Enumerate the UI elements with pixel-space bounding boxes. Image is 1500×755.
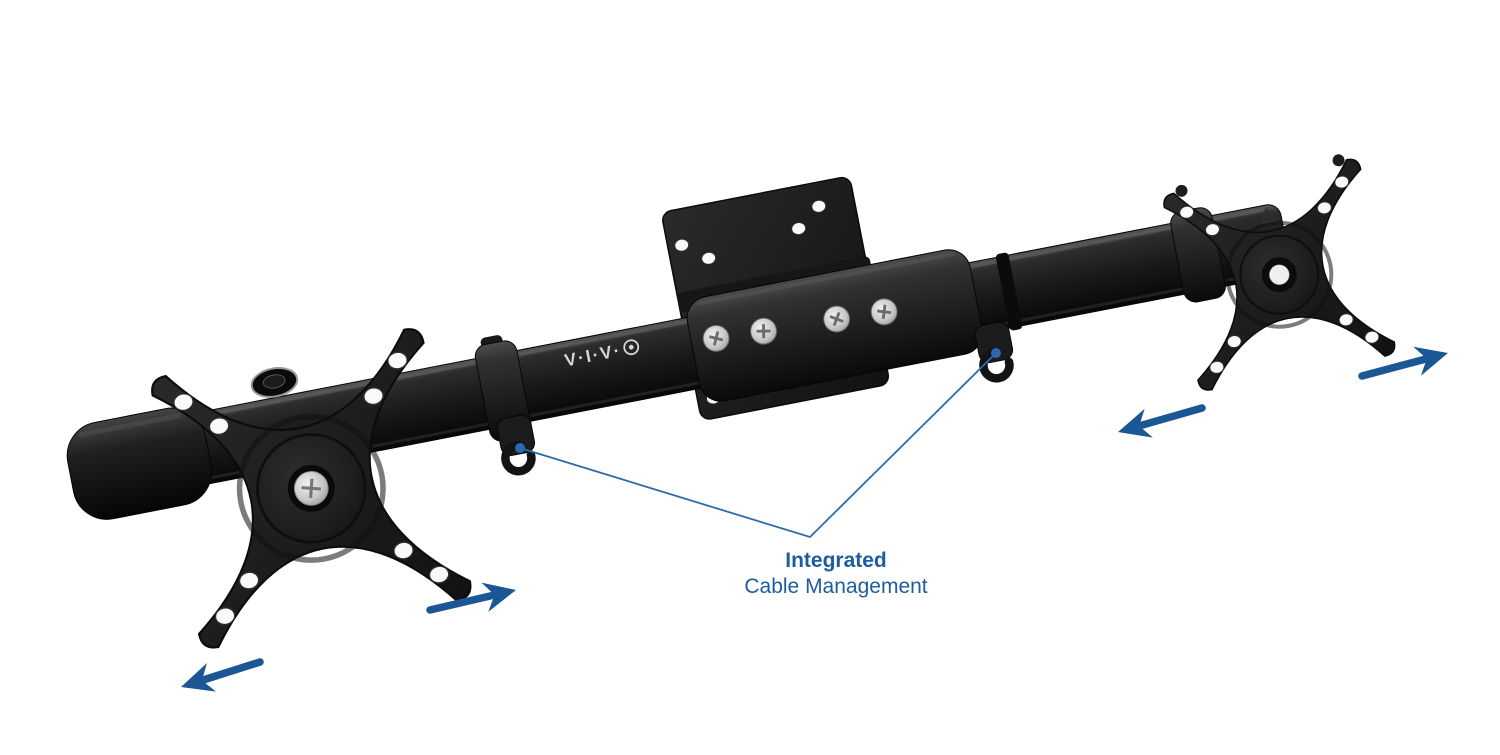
right-vesa-plate (1160, 154, 1399, 394)
right-plate-inward-arrow (1113, 404, 1206, 447)
callout-dot-left (515, 443, 525, 453)
callout-title: Integrated (785, 549, 887, 572)
cable-clip-right (974, 321, 1014, 383)
cable-clip-left (496, 414, 536, 476)
callout-subtitle: Cable Management (744, 575, 927, 598)
sleeve-screws (702, 298, 898, 352)
tube-step (995, 252, 1023, 331)
left-plate-outward-arrow (176, 658, 264, 702)
callout-dot-right (991, 348, 1001, 358)
left-plate-inward-arrow (426, 575, 520, 614)
molded-arrow-mark (1260, 207, 1278, 225)
right-plate-outward-arrow (1358, 338, 1452, 380)
pivot-screw (250, 367, 299, 398)
crossbar-assembly: V·I·V· (66, 154, 1399, 669)
extension-arrows (176, 338, 1452, 702)
cable-management-callout: Integrated Cable Management (515, 348, 1001, 598)
end-cap (66, 407, 213, 520)
center-through-hole (1269, 264, 1290, 285)
left-vesa-plate (149, 327, 473, 651)
extension-sleeve (677, 249, 984, 402)
callout-lines (519, 352, 997, 539)
bullseye-o-icon (623, 339, 640, 356)
